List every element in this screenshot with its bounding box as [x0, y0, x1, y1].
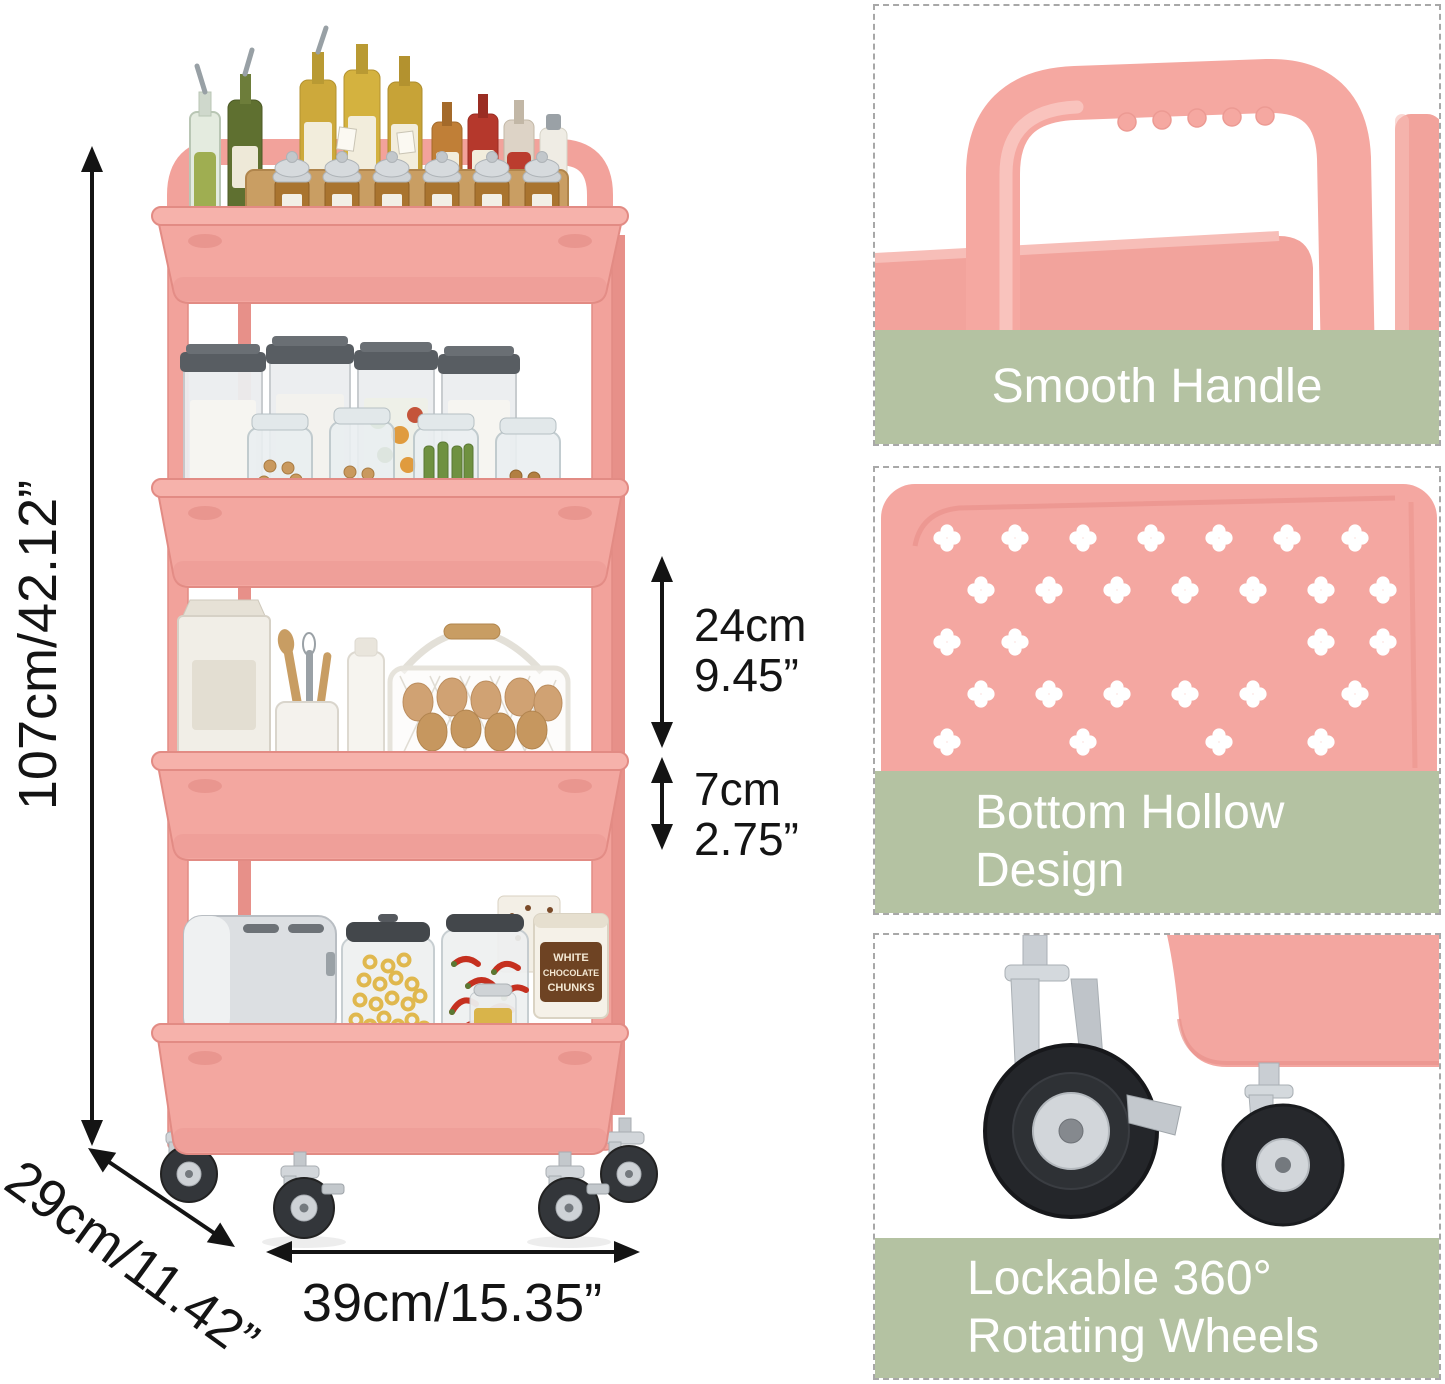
handle-caption-band: Smooth Handle — [875, 330, 1439, 444]
handle-tube — [966, 58, 1375, 393]
height-dimension-arrow — [81, 146, 103, 1146]
shelf1-items — [189, 25, 569, 225]
shelf3-items — [177, 599, 571, 769]
basket-tier-1 — [151, 206, 629, 304]
basket-depth-dimension-arrow — [651, 757, 673, 850]
wheels-caption-line2: Rotating Wheels — [967, 1310, 1320, 1363]
basket-tier-3 — [151, 751, 629, 861]
caster-rear-right — [600, 1117, 658, 1203]
basket-tier-4 — [151, 1023, 629, 1155]
caster-detail-right — [1221, 1062, 1345, 1227]
basket-tier-2 — [151, 478, 629, 588]
width-dimension-label: 39cm/15.35” — [301, 1273, 603, 1333]
hollow-bottom-detail-panel: Bottom Hollow Design — [873, 466, 1441, 915]
basket-depth-metric: 7cm — [694, 763, 781, 815]
brake-lever — [1126, 1094, 1182, 1136]
tier-gap-dimension-arrow — [651, 556, 673, 748]
depth-dimension-arrow — [88, 1148, 235, 1247]
width-dimension-arrow — [266, 1241, 640, 1263]
height-dimension-label: 107cm/42.12” — [8, 479, 68, 811]
tier-gap-metric: 24cm — [694, 599, 807, 651]
hollow-bottom-caption-line1: Bottom Hollow — [975, 786, 1285, 839]
wheels-caption-line1: Lockable 360° — [967, 1252, 1272, 1305]
handle-caption: Smooth Handle — [991, 360, 1323, 413]
caster-front-right — [538, 1151, 610, 1239]
package-text-line3: CHUNKS — [547, 982, 594, 994]
wheels-caption-band: Lockable 360° Rotating Wheels — [875, 1238, 1439, 1378]
eggs — [402, 677, 563, 752]
cart-illustration-area: WHITE CHOCOLATE CHUNKS — [0, 25, 806, 1371]
basket-corner — [1167, 935, 1439, 1067]
hollow-bottom-caption-line2: Design — [975, 844, 1125, 897]
handle-grip-bumps — [1117, 106, 1275, 132]
tier-gap-dimension-label: 24cm 9.45” — [694, 600, 806, 700]
caster-front-left — [273, 1151, 345, 1239]
hollow-bottom-caption-band: Bottom Hollow Design — [875, 771, 1439, 913]
wheels-illustration — [983, 935, 1439, 1227]
handle-detail-panel: Smooth Handle — [873, 4, 1441, 446]
package-text-line1: WHITE — [553, 952, 588, 964]
wheels-detail-panel: Lockable 360° Rotating Wheels — [873, 933, 1441, 1380]
shelf4-items: WHITE CHOCOLATE CHUNKS — [183, 895, 609, 1041]
caster-detail-left — [983, 935, 1182, 1219]
cart-illustration: WHITE CHOCOLATE CHUNKS — [81, 25, 673, 1263]
chocolate-package: WHITE CHOCOLATE CHUNKS — [533, 913, 609, 1019]
basket-depth-imperial: 2.75” — [694, 813, 799, 865]
basket-depth-dimension-label: 7cm 2.75” — [694, 764, 799, 864]
tier-gap-imperial: 9.45” — [694, 649, 799, 701]
package-text-line2: CHOCOLATE — [543, 968, 599, 978]
